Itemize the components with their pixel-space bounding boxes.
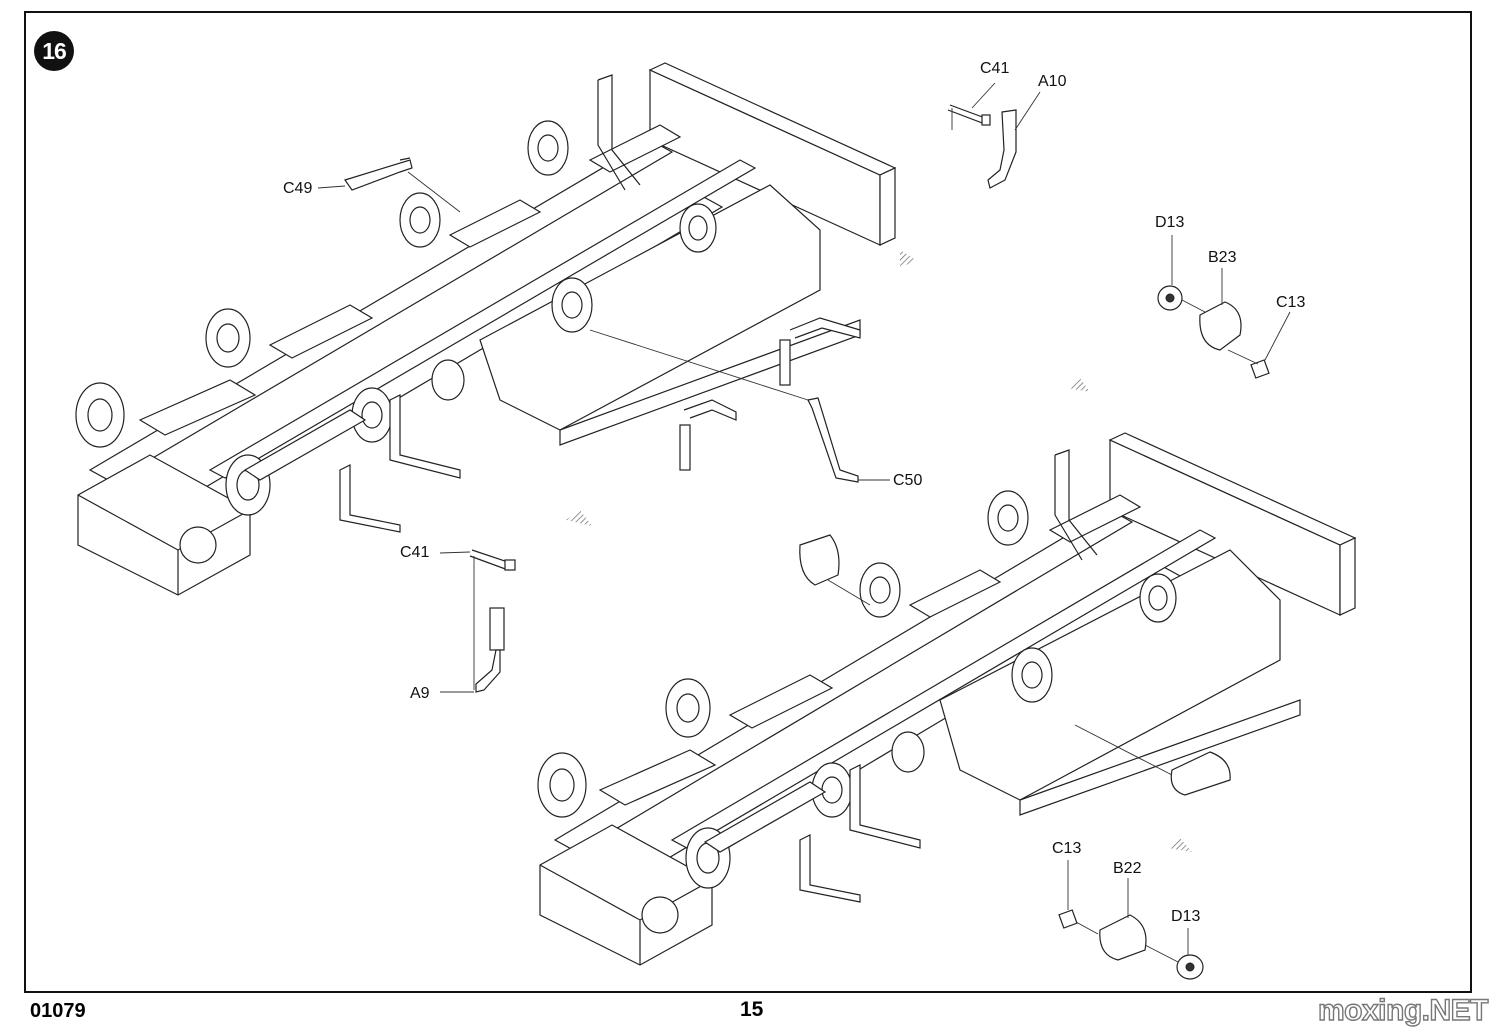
callout-d13-bottom: D13 <box>1171 908 1201 925</box>
part-d13-bottom <box>1144 928 1204 980</box>
callout-c13-top: C13 <box>1276 294 1306 311</box>
step-number-badge: 16 <box>34 31 74 71</box>
callout-a9: A9 <box>410 685 430 702</box>
part-a10 <box>987 91 1041 189</box>
kit-code: 01079 <box>30 1000 86 1022</box>
callout-c50: C50 <box>893 472 923 489</box>
page-number: 15 <box>740 998 764 1021</box>
watermark: moxing.NET <box>1317 993 1489 1027</box>
part-c41-upper <box>947 82 996 130</box>
lower-chassis <box>537 432 1357 966</box>
part-c50 <box>589 329 890 483</box>
page-border <box>24 11 1472 993</box>
part-b22 <box>1099 878 1147 961</box>
callout-b22: B22 <box>1113 860 1142 877</box>
callout-c49: C49 <box>283 180 313 197</box>
part-c13-bottom <box>1058 860 1099 935</box>
part-step-brackets-upper <box>679 317 861 471</box>
upper-chassis <box>75 62 897 596</box>
part-c41-left <box>439 549 516 690</box>
part-c13-top <box>1227 311 1291 379</box>
part-fuel-box-right <box>1074 724 1231 796</box>
direction-arrows <box>566 250 1192 852</box>
part-fuel-box-left <box>799 534 871 606</box>
callout-a10: A10 <box>1038 73 1067 90</box>
callout-c13-bottom: C13 <box>1052 840 1082 857</box>
callout-c41-top: C41 <box>980 60 1010 77</box>
part-d13-top <box>1157 235 1206 313</box>
callout-d13-top: D13 <box>1155 214 1185 231</box>
callout-b23: B23 <box>1208 249 1237 266</box>
part-b23 <box>1199 268 1242 351</box>
callout-c41-left: C41 <box>400 544 430 561</box>
part-c49 <box>317 157 461 213</box>
part-a9 <box>440 607 505 693</box>
